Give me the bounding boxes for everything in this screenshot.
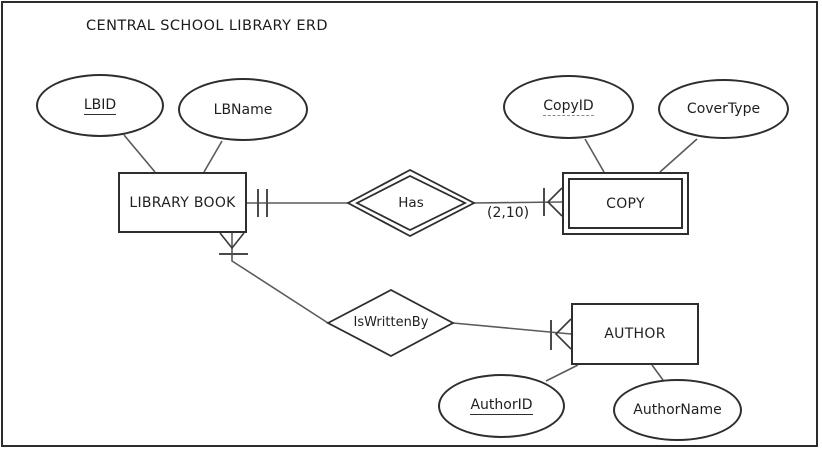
attribute-lbid-label: LBID	[83, 96, 117, 115]
attribute-lbname: LBName	[178, 78, 308, 141]
attribute-authorid: AuthorID	[438, 374, 565, 438]
entity-author: AUTHOR	[571, 303, 699, 365]
line-copyid-copy	[584, 138, 605, 173]
attribute-lbid: LBID	[36, 74, 164, 137]
entity-copy-inner-border: COPY	[568, 178, 683, 229]
diagram-title: CENTRAL SCHOOL LIBRARY ERD	[86, 18, 328, 34]
attribute-covertype: CoverType	[658, 79, 789, 139]
iswrittenby-diamond	[326, 288, 455, 358]
attribute-authorname-label: AuthorName	[633, 402, 722, 418]
diagram-border	[1, 1, 818, 447]
line-iswrittenby-author	[452, 322, 572, 335]
line-librarybook-iswrittenby	[231, 233, 329, 324]
entity-author-label: AUTHOR	[604, 326, 666, 342]
relationship-iswrittenby-label: IsWrittenBy	[353, 315, 429, 330]
attribute-authorid-label: AuthorID	[470, 397, 533, 415]
has-diamond-inner	[355, 174, 468, 232]
attribute-copyid-label: CopyID	[543, 98, 594, 116]
entity-library-book: LIBRARY BOOK	[118, 172, 247, 233]
line-author-authorid	[545, 364, 579, 382]
entity-copy-label: COPY	[606, 195, 645, 212]
line-author-authorname	[651, 364, 664, 381]
relationship-has-label: Has	[398, 195, 424, 211]
attribute-covertype-label: CoverType	[686, 101, 761, 117]
cardinality-label-2-10: (2,10)	[487, 205, 530, 221]
has-diamond-outer	[346, 168, 476, 238]
line-lbid-librarybook	[123, 134, 156, 173]
line-lbname-librarybook	[203, 140, 223, 173]
attribute-lbname-label: LBName	[213, 101, 273, 118]
entity-copy: COPY	[562, 172, 689, 235]
attribute-copyid: CopyID	[503, 75, 634, 139]
line-covertype-copy	[659, 138, 698, 173]
attribute-authorname: AuthorName	[613, 379, 742, 441]
crows-foot-copy	[546, 187, 563, 217]
crows-foot-author	[554, 318, 572, 350]
entity-library-book-label: LIBRARY BOOK	[129, 194, 236, 211]
crows-foot-librarybook	[219, 232, 245, 250]
